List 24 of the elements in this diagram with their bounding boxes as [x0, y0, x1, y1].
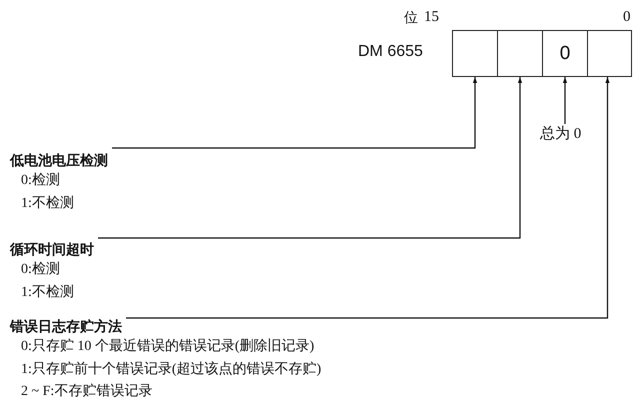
bit-number: 0: [623, 9, 630, 26]
register-bit-cell: [452, 30, 498, 77]
setting-option: 0:只存贮 10 个最近错误的错误记录(删除旧记录): [21, 336, 314, 358]
register-bit-cell: [497, 30, 543, 77]
setting-option: 1:不检测: [21, 192, 74, 215]
setting-heading: 低电池电压检测: [10, 152, 108, 170]
note-text: 总为 0: [540, 124, 582, 144]
leader-arrow: [126, 77, 610, 319]
leader-arrow: [98, 77, 522, 239]
setting-option: 0:检测: [21, 259, 60, 282]
register-bit-cell: [542, 30, 588, 77]
setting-option: 1:只存贮前十个错误记录(超过该点的错误不存贮): [21, 358, 322, 381]
setting-heading: 循环时间超时: [10, 241, 94, 259]
register-bit-cell: [587, 30, 632, 77]
setting-option: 2 ~ F:不存贮错误记录: [21, 381, 152, 402]
bit-label: 位: [404, 9, 418, 27]
setting-option: 1:不检测: [21, 282, 74, 304]
leader-arrow: [112, 77, 478, 149]
setting-heading: 错误日志存贮方法: [10, 318, 122, 336]
bit-value: 0: [560, 42, 570, 64]
leader-arrow: [562, 77, 568, 124]
setting-option: 0:检测: [21, 170, 60, 192]
bit-number: 15: [424, 9, 439, 26]
register-name: DM 6655: [358, 43, 423, 61]
